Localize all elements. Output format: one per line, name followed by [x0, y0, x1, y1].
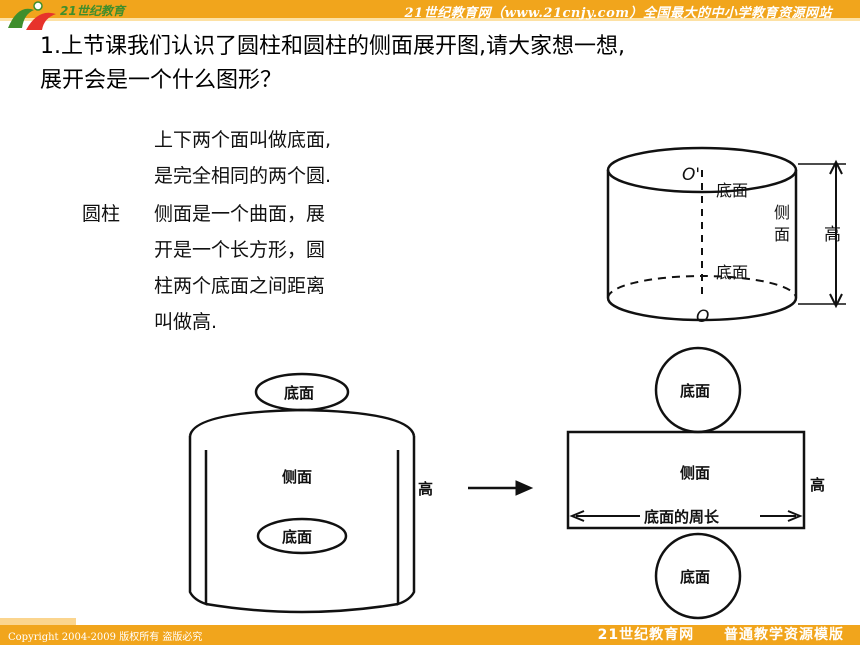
perimeter-head-right: [787, 510, 803, 522]
question-text: 1.上节课我们认识了圆柱和圆柱的侧面展开图,请大家想一想, 展开会是一个什么图形…: [40, 30, 840, 98]
footer-accent: [0, 618, 76, 625]
net-height-label: 高: [810, 476, 825, 494]
cylinder-top-center: O': [682, 165, 700, 185]
net-diagram: [566, 346, 806, 620]
cylinder-bottom-label: 底面: [716, 263, 748, 282]
unroll-left-panel: [188, 436, 208, 606]
net-side-rectangle: [566, 430, 806, 530]
cylinder-bottom-center: O: [696, 307, 709, 327]
unroll-bottom-label: 底面: [282, 528, 312, 546]
logo-icon: [8, 1, 56, 30]
cylinder-side-label-2: 面: [774, 225, 790, 244]
definition-line-6: 叫做高.: [154, 311, 217, 333]
perimeter-head-left: [569, 510, 585, 522]
unroll-right-panel: [396, 436, 416, 606]
definition-line-2: 是完全相同的两个圆.: [154, 165, 331, 187]
net-bottom-circle: [654, 532, 742, 620]
banner-tagline: 21世纪教育网（www.21cnjy.com）全国最大的中小学教育资源网站: [404, 6, 832, 21]
figure-panel: 圆柱 上下两个面叫做底面, 是完全相同的两个圆. 侧面是一个曲面，展 开是一个长…: [76, 100, 860, 622]
footer-brand: 21世纪教育网 普通教学资源模版: [574, 624, 844, 644]
site-logo: 21世纪教育: [4, 0, 154, 34]
definition-line-3: 侧面是一个曲面，展: [154, 203, 325, 225]
net-perimeter-label: 底面的周长: [644, 508, 720, 526]
top-banner-bar: [0, 0, 860, 18]
footer-bar: [0, 625, 860, 645]
transform-arrow-head: [515, 480, 534, 496]
logo-text: 21世纪教育: [60, 4, 125, 18]
net-bottom-label: 底面: [680, 568, 710, 586]
footer-brand-1: 21世纪教育网: [597, 627, 695, 643]
unroll-top-rim: [188, 408, 416, 437]
unroll-bottom-rim: [205, 602, 399, 614]
definition-line-1: 上下两个面叫做底面,: [154, 129, 331, 151]
unroll-bottom-ellipse: [256, 517, 348, 555]
unroll-height-label: 高: [418, 480, 433, 498]
definition-line-4: 开是一个长方形，圆: [154, 239, 325, 261]
cylinder-side-label-1: 侧: [774, 203, 790, 222]
definition-line-5: 柱两个底面之间距离: [154, 275, 325, 297]
cylinder-height-label: 高: [824, 225, 841, 245]
question-line-1: 1.上节课我们认识了圆柱和圆柱的侧面展开图,请大家想一想,: [40, 34, 625, 59]
cylinder-bottom-front: [606, 297, 798, 322]
definition-term: 圆柱: [82, 203, 120, 225]
unroll-top-label: 底面: [284, 384, 314, 402]
cylinder-diagram: [606, 146, 846, 322]
top-banner-stripe: [0, 18, 860, 21]
footer-brand-2: 普通教学资源模版: [724, 627, 844, 643]
cylinder-figure: 圆柱 上下两个面叫做底面, 是完全相同的两个圆. 侧面是一个曲面，展 开是一个长…: [82, 129, 846, 620]
footer-copyright: Copyright 2004-2009 版权所有 盗版必究: [8, 632, 203, 643]
net-top-label: 底面: [680, 382, 710, 400]
net-side-label: 侧面: [680, 464, 710, 482]
height-arrow-bottom: [829, 293, 843, 309]
cylinder-top-label: 底面: [716, 181, 748, 200]
question-line-2: 展开会是一个什么图形？: [40, 68, 283, 93]
height-arrow-top: [829, 159, 843, 175]
unroll-side-label: 侧面: [282, 468, 312, 486]
unrolling-diagram: [188, 372, 534, 614]
